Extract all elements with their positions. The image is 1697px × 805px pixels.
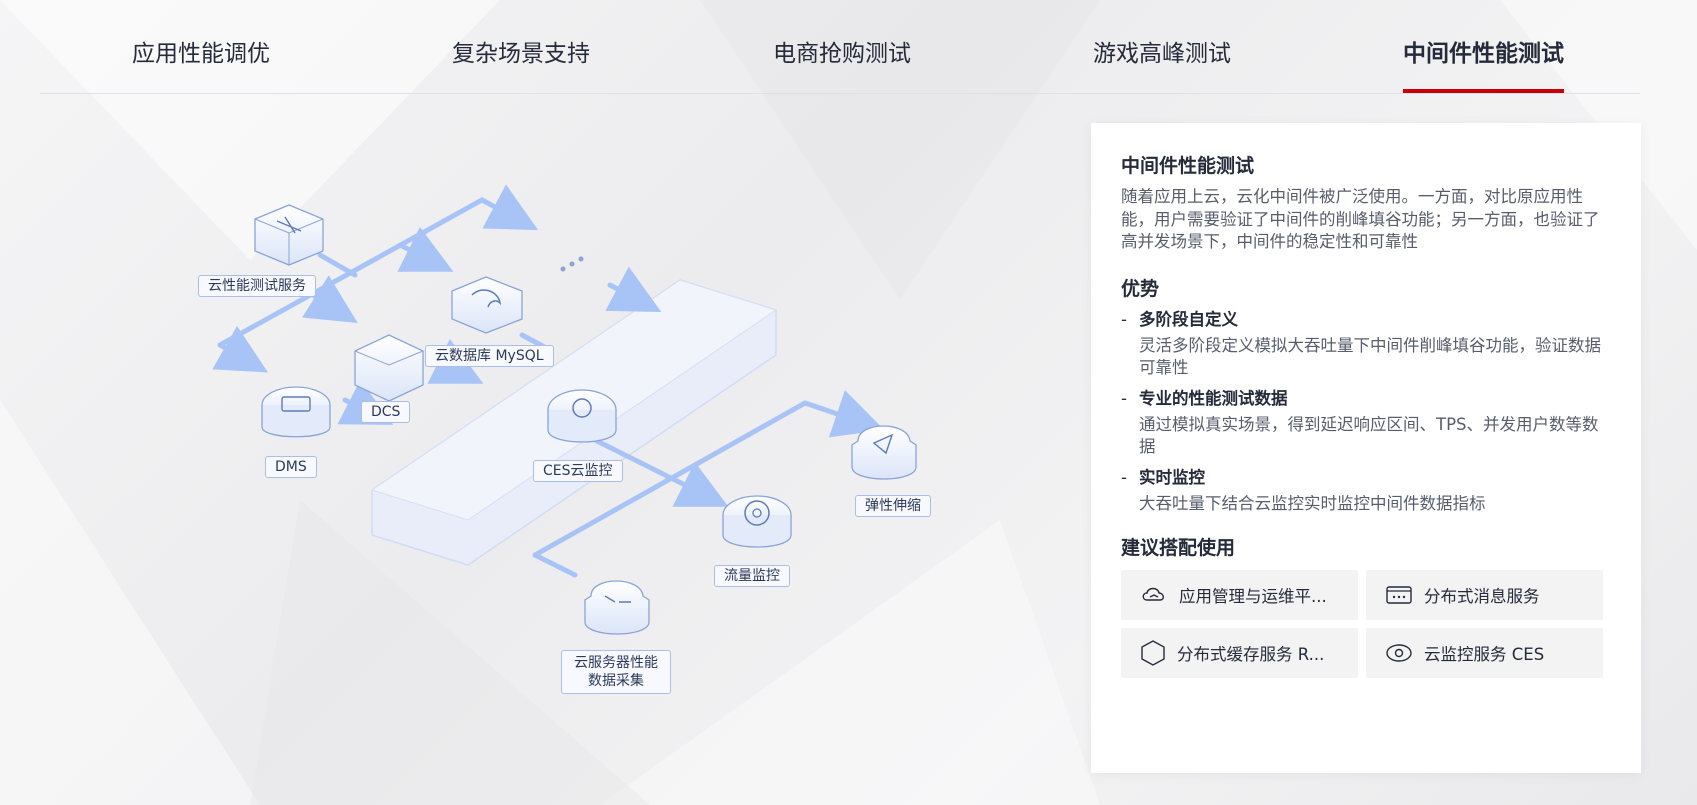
- recommend-label: 分布式消息服务: [1424, 587, 1540, 606]
- recommend-label: 分布式缓存服务 R...: [1177, 645, 1325, 664]
- hexagon-icon: [1141, 640, 1165, 666]
- node-scaling-icon: [851, 425, 917, 480]
- recommend-heading: 建议搭配使用: [1121, 537, 1236, 559]
- scenario-tabs: 应用性能调优 复杂场景支持 电商抢购测试 游戏高峰测试 中间件性能测试: [40, 0, 1640, 94]
- node-ces-icon: [547, 389, 617, 443]
- label-ces: CES云监控: [533, 460, 623, 482]
- tab-middleware-performance[interactable]: 中间件性能测试: [1403, 34, 1564, 93]
- advantage-title: 专业的性能测试数据: [1139, 388, 1288, 408]
- advantage-item: -多阶段自定义 灵活多阶段定义模拟大吞吐量下中间件削峰填谷功能，验证数据可靠性: [1121, 309, 1611, 380]
- label-ecs: 云服务器性能 数据采集: [561, 650, 671, 694]
- scenario-detail-panel: 中间件性能测试 随着应用上云，云化中间件被广泛使用。一方面，对比原应用性能，用户…: [1091, 123, 1641, 773]
- diagram-graphics: [212, 184, 917, 635]
- panel-title: 中间件性能测试: [1121, 155, 1255, 177]
- node-dcs-icon: [354, 334, 424, 402]
- node-dms-icon: [261, 386, 331, 438]
- advantage-desc: 大吞吐量下结合云监控实时监控中间件数据指标: [1139, 493, 1486, 513]
- label-flow: 流量监控: [714, 565, 790, 587]
- tab-app-performance[interactable]: 应用性能调优: [132, 41, 270, 67]
- eye-icon: [1386, 644, 1412, 662]
- label-dms: DMS: [265, 456, 317, 478]
- advantage-title: 实时监控: [1139, 467, 1205, 487]
- tab-complex-scenario[interactable]: 复杂场景支持: [452, 41, 590, 67]
- recommend-label: 应用管理与运维平...: [1179, 587, 1327, 606]
- recommend-card-dcs[interactable]: 分布式缓存服务 R...: [1121, 628, 1358, 678]
- label-cpts: 云性能测试服务: [198, 275, 316, 297]
- node-ecs-icon: [584, 580, 650, 635]
- recommend-card-aom[interactable]: 应用管理与运维平...: [1121, 570, 1358, 620]
- label-dcs: DCS: [361, 401, 411, 423]
- ellipsis-dots: [560, 256, 584, 272]
- label-scaling: 弹性伸缩: [855, 495, 931, 517]
- architecture-diagram: 云性能测试服务 云数据库 MySQL DCS DMS CES云监控 弹性伸缩 流…: [0, 95, 1000, 805]
- label-ecs-line2: 数据采集: [588, 673, 644, 689]
- advantages-heading: 优势: [1121, 277, 1160, 300]
- connector-lines: [212, 184, 885, 578]
- recommend-card-ces[interactable]: 云监控服务 CES: [1366, 628, 1603, 678]
- node-mysql-icon: [451, 276, 523, 334]
- cloud-hand-icon: [1142, 587, 1164, 601]
- advantage-item: -实时监控 大吞吐量下结合云监控实时监控中间件数据指标: [1121, 467, 1611, 516]
- label-ecs-line1: 云服务器性能: [574, 655, 658, 671]
- advantage-desc: 灵活多阶段定义模拟大吞吐量下中间件削峰填谷功能，验证数据可靠性: [1139, 335, 1601, 378]
- tab-ecommerce-flash-sale[interactable]: 电商抢购测试: [773, 41, 911, 67]
- recommend-card-dms[interactable]: 分布式消息服务: [1366, 570, 1603, 620]
- label-mysql: 云数据库 MySQL: [425, 345, 554, 367]
- panel-description: 随着应用上云，云化中间件被广泛使用。一方面，对比原应用性能，用户需要验证了中间件…: [1121, 187, 1600, 251]
- tab-game-peak[interactable]: 游戏高峰测试: [1093, 41, 1231, 67]
- advantage-item: -专业的性能测试数据 通过模拟真实场景，得到延迟响应区间、TPS、并发用户数等数…: [1121, 388, 1611, 459]
- node-flow-icon: [722, 495, 792, 548]
- message-box-icon: [1386, 586, 1412, 604]
- recommend-cards: 应用管理与运维平... 分布式消息服务 分布式缓存服务 R... 云监控服务 C…: [1121, 570, 1611, 678]
- node-cpts-icon: [254, 204, 324, 266]
- advantage-title: 多阶段自定义: [1139, 309, 1238, 329]
- recommend-label: 云监控服务 CES: [1424, 645, 1545, 664]
- advantage-desc: 通过模拟真实场景，得到延迟响应区间、TPS、并发用户数等数据: [1139, 414, 1599, 457]
